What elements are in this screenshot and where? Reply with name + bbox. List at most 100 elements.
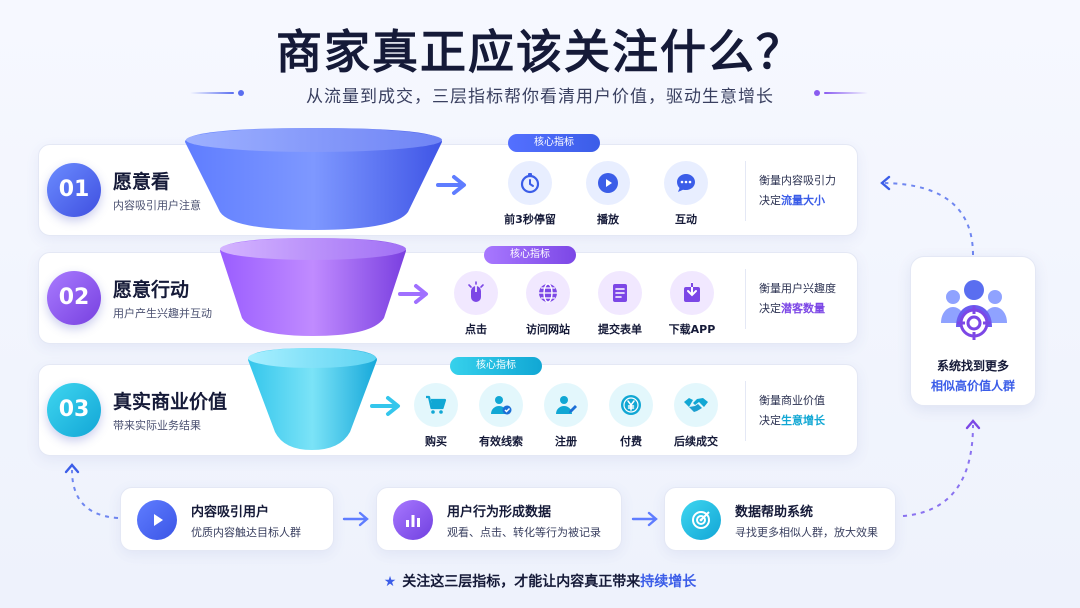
divider [745, 381, 746, 441]
metric-item: 注册 [531, 383, 601, 449]
target-icon [681, 500, 721, 540]
layer-desc: 带来实际业务结果 [113, 419, 201, 432]
user-edit-icon [544, 383, 588, 427]
flow-card-1: 内容吸引用户 优质内容触达目标人群 [120, 487, 334, 551]
metric-item: 提交表单 [585, 271, 655, 337]
flow-title: 数据帮助系统 [735, 505, 814, 520]
layer-card-2: 02 愿意行动 用户产生兴趣并互动 点击 访问网站 提交表单 下载APP 衡量用… [38, 252, 858, 344]
title-deco-left [190, 92, 234, 94]
layer-side-text: 衡量用户兴趣度 决定潜客数量 [759, 279, 836, 319]
star-icon: ★ [383, 574, 397, 590]
layer-side-text: 衡量内容吸引力 决定流量大小 [759, 171, 836, 211]
stopwatch-icon [508, 161, 552, 205]
layer-desc: 用户产生兴趣并互动 [113, 307, 212, 320]
arrow-right-icon [342, 511, 369, 527]
layer-desc: 内容吸引用户注意 [113, 199, 201, 212]
chevron-left-icon [880, 175, 891, 191]
side-line: 衡量商业价值 [759, 394, 825, 407]
bar-chart-icon [393, 500, 433, 540]
play-icon [586, 161, 630, 205]
system-line1: 系统找到更多 [936, 359, 1009, 373]
system-line2: 相似高价值人群 [930, 379, 1015, 393]
layer-number: 02 [47, 271, 101, 325]
chat-bubble-icon [664, 161, 708, 205]
audience-target-icon [939, 275, 1009, 345]
metric-item: 互动 [651, 161, 721, 227]
metric-item: 播放 [573, 161, 643, 227]
page-subtitle: 从流量到成交，三层指标帮你看清用户价值，驱动生意增长 [306, 87, 774, 107]
layer-card-1: 01 愿意看 内容吸引用户注意 前3秒停留 播放 互动 衡量内容吸引力 决定流量… [38, 144, 858, 236]
metric-label: 购买 [425, 435, 447, 448]
metric-item: 访问网站 [513, 271, 583, 337]
arrow-right-icon [631, 511, 658, 527]
side-prefix: 决定 [759, 414, 781, 427]
page-title: 商家真正应该关注什么？ [276, 25, 804, 79]
metric-label: 互动 [675, 213, 697, 226]
flow-card-3: 数据帮助系统 寻找更多相似人群，放大效果 [664, 487, 896, 551]
footer-prefix: 关注这三层指标，才能让内容真正带来 [402, 574, 641, 590]
flow-title: 内容吸引用户 [191, 505, 270, 520]
layer-side-text: 衡量商业价值 决定生意增长 [759, 391, 825, 431]
side-prefix: 决定 [759, 194, 781, 207]
title-dot-left [238, 90, 244, 96]
metric-label: 播放 [597, 213, 619, 226]
metric-label: 后续成交 [674, 435, 718, 448]
metric-label: 付费 [620, 435, 642, 448]
metric-item: 点击 [441, 271, 511, 337]
side-prefix: 决定 [759, 302, 781, 315]
core-metrics-badge: 核心指标 [508, 134, 600, 152]
flow-desc: 寻找更多相似人群，放大效果 [735, 526, 878, 539]
user-check-icon [479, 383, 523, 427]
layer-title: 真实商业价值 [113, 391, 228, 413]
metric-item: 下载APP [657, 271, 727, 337]
side-line: 衡量用户兴趣度 [759, 282, 836, 295]
metric-item: 付费 [596, 383, 666, 449]
metric-item: 有效线索 [466, 383, 536, 449]
core-metrics-badge: 核心指标 [484, 246, 576, 264]
divider [745, 269, 746, 329]
cart-icon [414, 383, 458, 427]
side-highlight: 流量大小 [781, 194, 825, 207]
side-highlight: 潜客数量 [781, 302, 825, 315]
metric-label: 提交表单 [598, 323, 642, 336]
chevron-up-icon [965, 419, 981, 430]
loop-arrow-right [884, 182, 974, 256]
metric-item: 后续成交 [661, 383, 731, 449]
side-highlight: 生意增长 [781, 414, 825, 427]
download-icon [670, 271, 714, 315]
yuan-coin-icon [609, 383, 653, 427]
flow-desc: 优质内容触达目标人群 [191, 526, 301, 539]
title-dot-right [814, 90, 820, 96]
metric-label: 下载APP [668, 323, 716, 336]
core-metrics-badge: 核心指标 [450, 357, 542, 375]
system-card: 系统找到更多 相似高价值人群 [910, 256, 1036, 406]
flow-desc: 观看、点击、转化等行为被记录 [447, 526, 601, 539]
metric-label: 访问网站 [526, 323, 570, 336]
layer-card-3: 03 真实商业价值 带来实际业务结果 购买 有效线索 注册 付费 后续成交 衡量… [38, 364, 858, 456]
layer-number: 01 [47, 163, 101, 217]
chevron-up-icon [64, 463, 80, 474]
form-icon [598, 271, 642, 315]
play-icon [137, 500, 177, 540]
footer-highlight: 持续增长 [640, 574, 697, 590]
loop-arrow-bottom [902, 424, 974, 517]
metric-label: 前3秒停留 [504, 213, 556, 226]
flow-card-2: 用户行为形成数据 观看、点击、转化等行为被记录 [376, 487, 622, 551]
footer-note: ★ 关注这三层指标，才能让内容真正带来持续增长 [0, 571, 1080, 591]
metric-label: 注册 [555, 435, 577, 448]
metric-item: 购买 [401, 383, 471, 449]
divider [745, 161, 746, 221]
title-deco-right [824, 92, 868, 94]
loop-arrow-left [71, 469, 119, 519]
metric-item: 前3秒停留 [495, 161, 565, 227]
mouse-click-icon [454, 271, 498, 315]
layer-title: 愿意行动 [113, 279, 190, 301]
globe-icon [526, 271, 570, 315]
metric-label: 有效线索 [479, 435, 523, 448]
layer-title: 愿意看 [113, 171, 171, 193]
flow-title: 用户行为形成数据 [447, 505, 552, 520]
handshake-icon [674, 383, 718, 427]
side-line: 衡量内容吸引力 [759, 174, 836, 187]
metric-label: 点击 [465, 323, 487, 336]
layer-number: 03 [47, 383, 101, 437]
